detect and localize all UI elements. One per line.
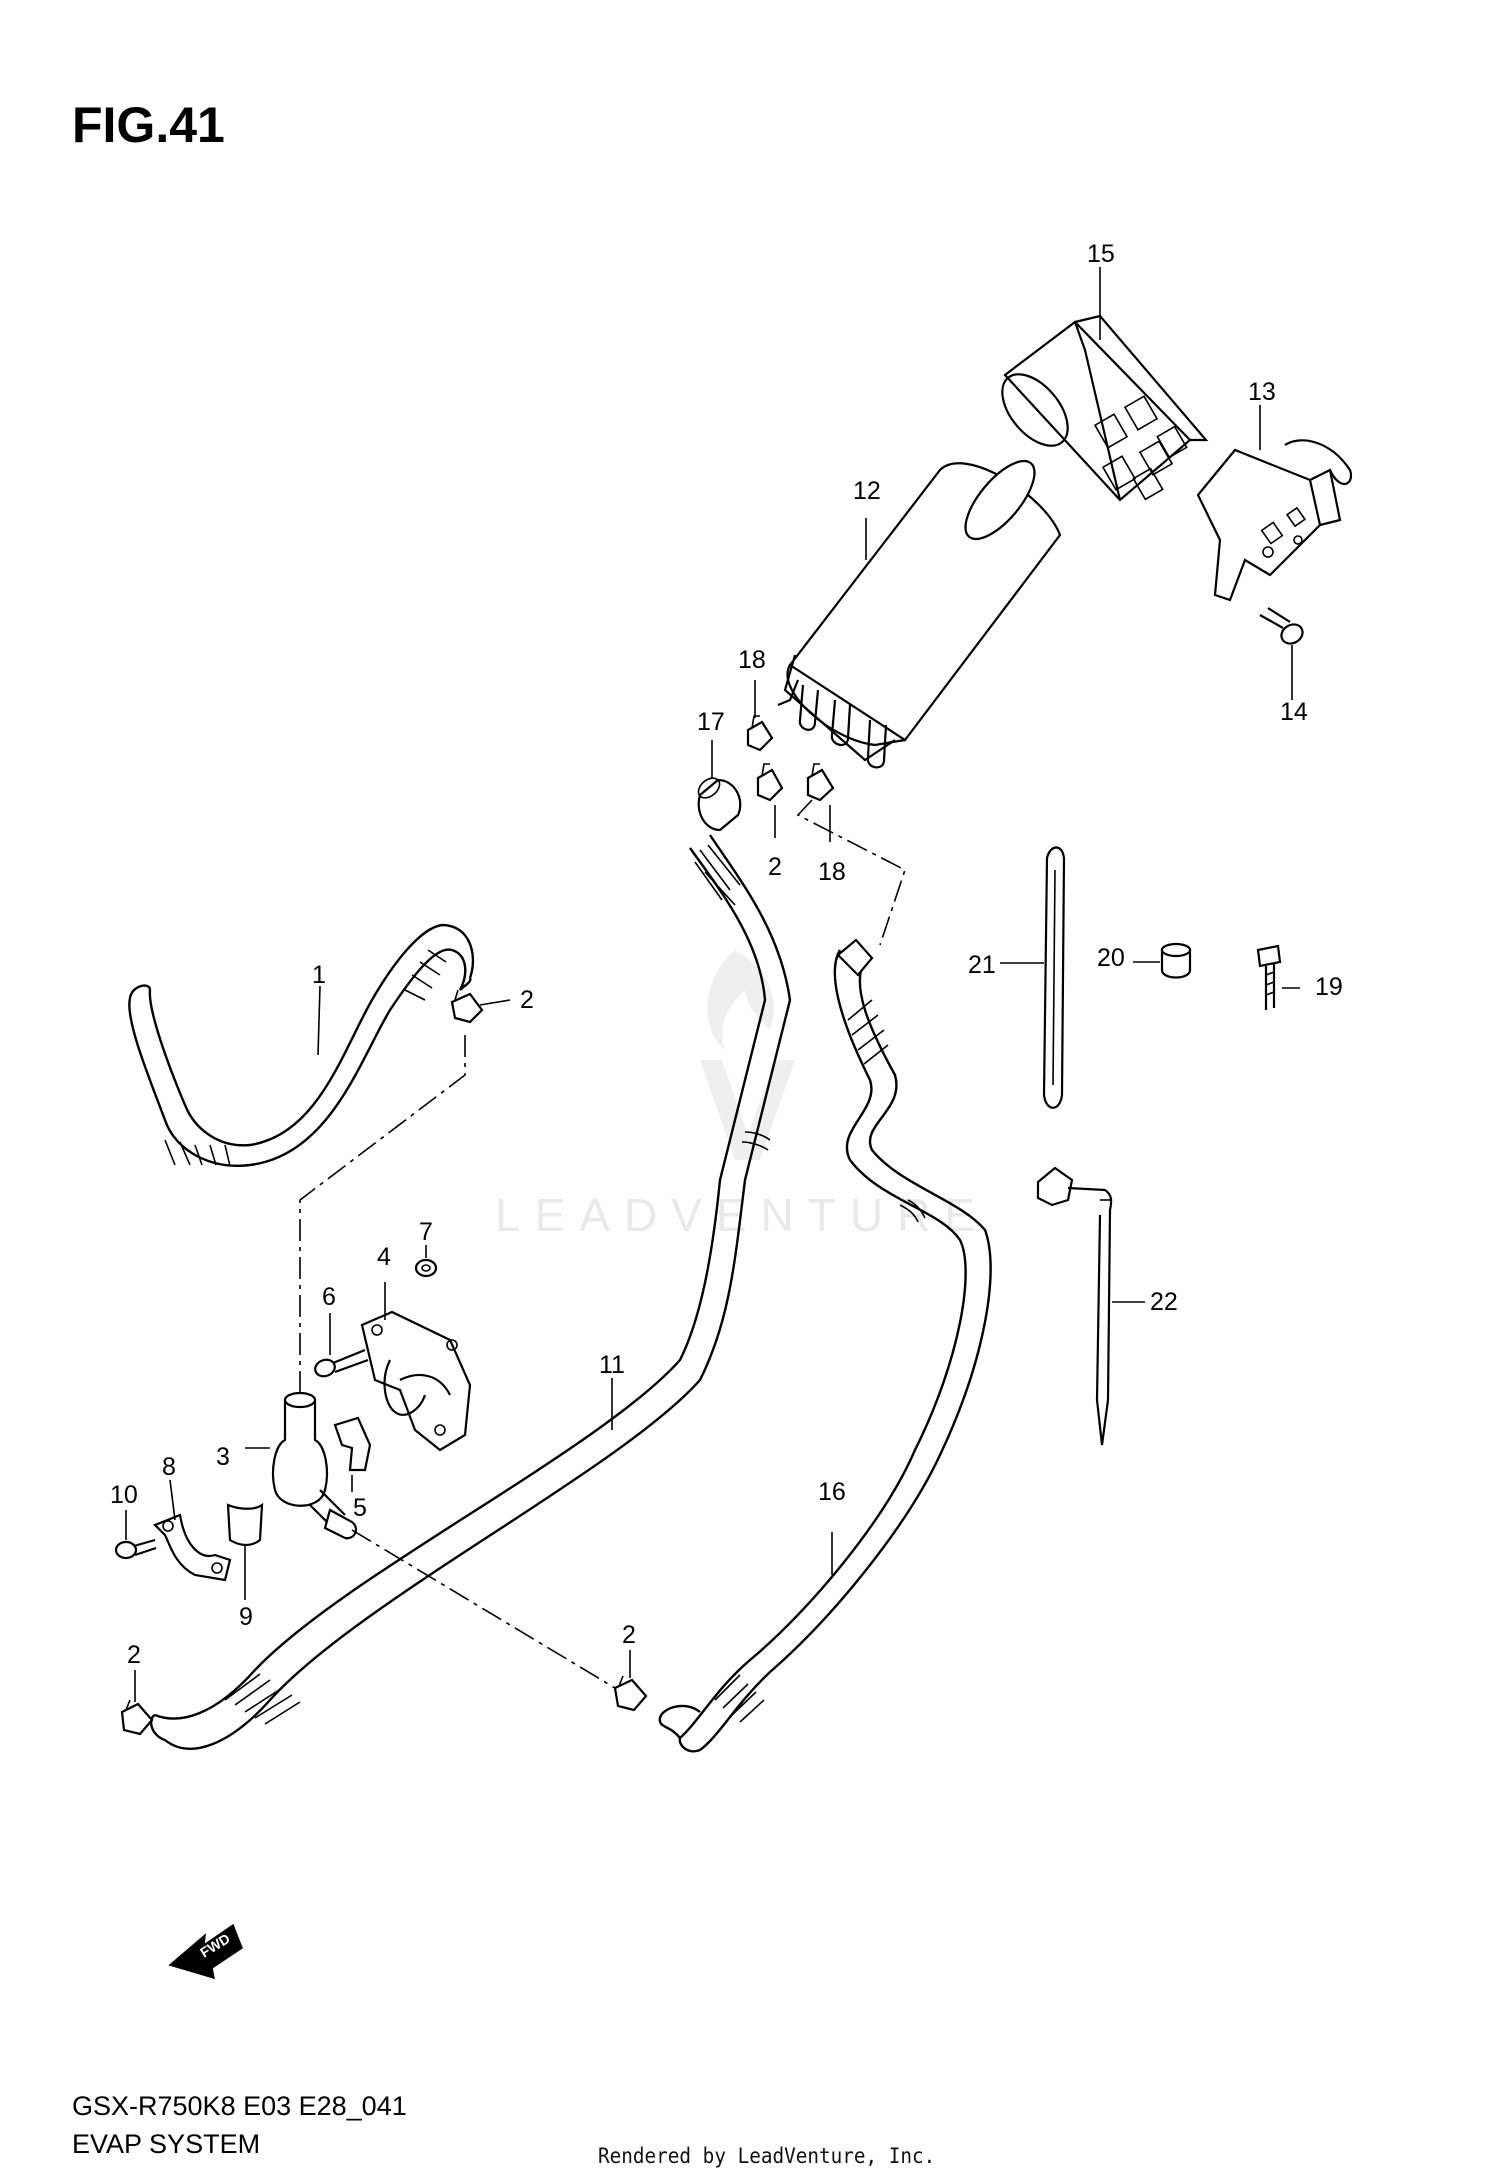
part-5-clip (333, 1416, 372, 1472)
callout-20: 20 (1097, 944, 1125, 972)
part-9-clip (226, 1502, 264, 1546)
watermark-text: LEADVENTURE (495, 1189, 989, 1241)
part-11-hose (149, 834, 792, 1750)
part-20-cap (1160, 942, 1192, 979)
part-3-valve (271, 1391, 358, 1540)
figure-title: FIG.41 (72, 97, 225, 153)
callout-21: 21 (968, 951, 996, 979)
callout-2-left: 2 (127, 1641, 141, 1669)
part-4-bracket (360, 1310, 472, 1452)
part-21-band (1042, 846, 1066, 1109)
leader-lines (125, 267, 1300, 1702)
rendered-by-credit: Rendered by LeadVenture, Inc. (598, 2144, 936, 2168)
callout-17: 17 (697, 708, 725, 736)
part-10-screw (114, 1538, 157, 1560)
part-15-canister-cover (1001, 314, 1209, 502)
callout-1: 1 (312, 961, 326, 989)
fwd-arrow-icon: FWD (168, 1923, 243, 1980)
callout-13: 13 (1248, 378, 1276, 406)
part-8-clamp-plate (153, 1513, 232, 1582)
system-name: EVAP SYSTEM (72, 2129, 261, 2159)
callout-5: 5 (353, 1494, 367, 1522)
routing-lines (299, 799, 906, 1689)
part-17-hose-joint (697, 777, 742, 832)
part-22-drain-tube (1036, 1166, 1113, 1446)
part-2-clamp-left (120, 1699, 154, 1736)
callout-11: 11 (599, 1351, 625, 1379)
part-6-screw (314, 1348, 369, 1378)
callout-19: 19 (1315, 973, 1343, 1001)
part-2-clamp-center (613, 1675, 648, 1712)
callout-22: 22 (1150, 1288, 1178, 1316)
callout-18-lower: 18 (818, 858, 846, 886)
part-1-hose (128, 923, 475, 1167)
part-14-screw (1259, 607, 1304, 700)
model-code: GSX-R750K8 E03 E28_041 (72, 2091, 407, 2121)
callout-2: 2 (520, 986, 534, 1014)
callout-4: 4 (377, 1243, 391, 1271)
part-13-bracket (1196, 439, 1353, 602)
callout-2-center: 2 (622, 1621, 636, 1649)
part-18-clamp-lower (806, 763, 835, 802)
part-2-clamp-hose1 (450, 989, 484, 1024)
callout-14: 14 (1280, 698, 1308, 726)
callout-15: 15 (1087, 240, 1115, 268)
part-19-bolt (1256, 944, 1282, 1010)
callout-18-upper: 18 (738, 646, 766, 674)
callout-2-canister: 2 (768, 853, 782, 881)
callout-3: 3 (216, 1443, 230, 1471)
callout-8: 8 (162, 1453, 176, 1481)
callout-9: 9 (239, 1603, 253, 1631)
part-12-canister (777, 459, 1062, 769)
part-18-clamp-upper (746, 715, 774, 752)
callout-7: 7 (419, 1218, 433, 1246)
callout-6: 6 (322, 1283, 336, 1311)
callout-10: 10 (110, 1481, 138, 1509)
part-16-hose (658, 938, 992, 1753)
part-2-clamp-canister (756, 763, 784, 802)
callout-12: 12 (853, 477, 881, 505)
callout-16: 16 (818, 1478, 846, 1506)
part-7-nut (414, 1258, 438, 1278)
watermark-logo-icon (700, 950, 795, 1160)
callouts: 1 2 3 4 5 6 7 8 9 10 11 12 13 14 15 16 1… (110, 240, 1343, 1669)
